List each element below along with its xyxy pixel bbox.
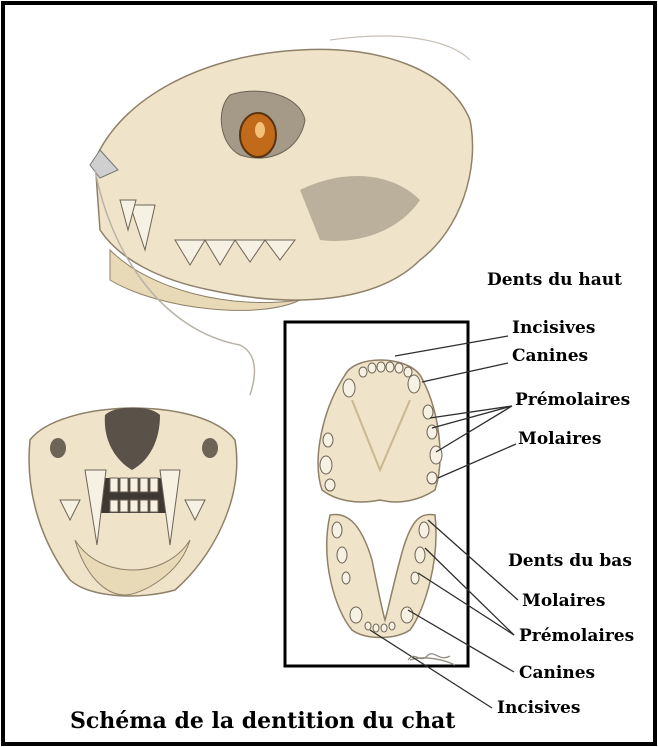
upper-label-premolaires: Prémolaires [515, 392, 630, 409]
skull-front-view [29, 408, 237, 596]
lower-teeth-heading: Dents du bas [508, 553, 632, 570]
upper-label-molaires: Molaires [518, 431, 601, 448]
upper-label-canines: Canines [512, 348, 588, 365]
lower-label-premolaires: Prémolaires [519, 628, 634, 645]
upper-teeth-heading: Dents du haut [487, 272, 622, 289]
lower-label-canines: Canines [519, 665, 595, 682]
lower-label-incisives: Incisives [497, 700, 580, 717]
figure-caption: Schéma de la dentition du chat [70, 710, 455, 732]
lower-label-molaires: Molaires [522, 593, 605, 610]
upper-label-incisives: Incisives [512, 320, 595, 337]
